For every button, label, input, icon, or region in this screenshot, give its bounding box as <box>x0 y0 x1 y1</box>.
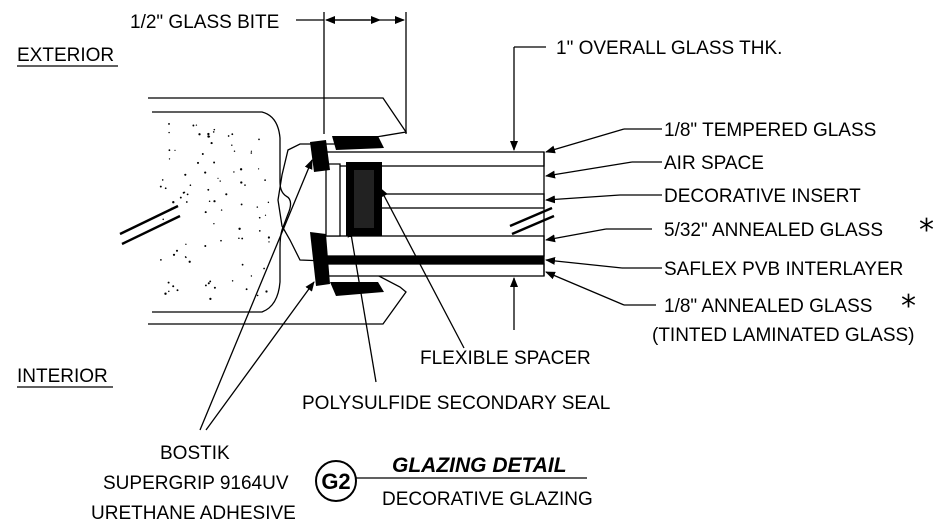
star-note-2: * <box>901 289 916 324</box>
detail-subtitle: DECORATIVE GLAZING <box>382 489 593 510</box>
adhesive-label-line1: BOSTIK <box>160 443 230 464</box>
component-leaders <box>199 159 465 431</box>
layer-label-air-space: AIR SPACE <box>664 153 764 174</box>
detail-callout: G2 GLAZING DETAIL DECORATIVE GLAZING <box>315 454 593 510</box>
layer-label-decorative-insert: DECORATIVE INSERT <box>664 186 861 207</box>
insulation-fill <box>159 122 270 301</box>
layer-leaders <box>545 128 662 306</box>
break-mark-left <box>119 204 181 246</box>
star-note-1: * <box>919 213 934 248</box>
glass-bite-label: 1/2" GLASS BITE <box>130 12 279 33</box>
adhesive-label-line3: URETHANE ADHESIVE <box>91 503 296 524</box>
overall-thickness-label: 1" OVERALL GLASS THK. <box>556 38 782 59</box>
secondary-seal-shape <box>332 136 384 150</box>
layer-label-tempered-glass: 1/8" TEMPERED GLASS <box>664 120 876 141</box>
detail-badge: G2 <box>321 469 350 494</box>
glass-unit <box>319 136 545 296</box>
break-mark-right <box>509 206 555 236</box>
adhesive-label-line2: SUPERGRIP 9164UV <box>103 473 289 494</box>
flexible-spacer-label: FLEXIBLE SPACER <box>420 348 591 369</box>
overall-thickness-dimension <box>510 46 546 330</box>
exterior-label: EXTERIOR <box>17 45 114 66</box>
layer-label-annealed-glass-5-32: 5/32" ANNEALED GLASS <box>664 220 883 241</box>
aluminum-frame <box>148 97 408 325</box>
detail-title: GLAZING DETAIL <box>392 454 567 477</box>
adhesive-beads <box>310 140 330 286</box>
laminated-note: (TINTED LAMINATED GLASS) <box>652 325 915 346</box>
detail-badge-circle <box>315 460 357 502</box>
layer-label-annealed-glass-1-8: 1/8" ANNEALED GLASS <box>664 296 872 317</box>
pvb-interlayer-band <box>320 256 544 264</box>
annealed-glass-bottom-lite <box>319 263 545 277</box>
glass-bite-dimension <box>296 12 407 134</box>
secondary-seal-label: POLYSULFIDE SECONDARY SEAL <box>302 393 610 414</box>
interior-label: INTERIOR <box>17 366 108 387</box>
layer-label-pvb-interlayer: SAFLEX PVB INTERLAYER <box>664 259 903 280</box>
